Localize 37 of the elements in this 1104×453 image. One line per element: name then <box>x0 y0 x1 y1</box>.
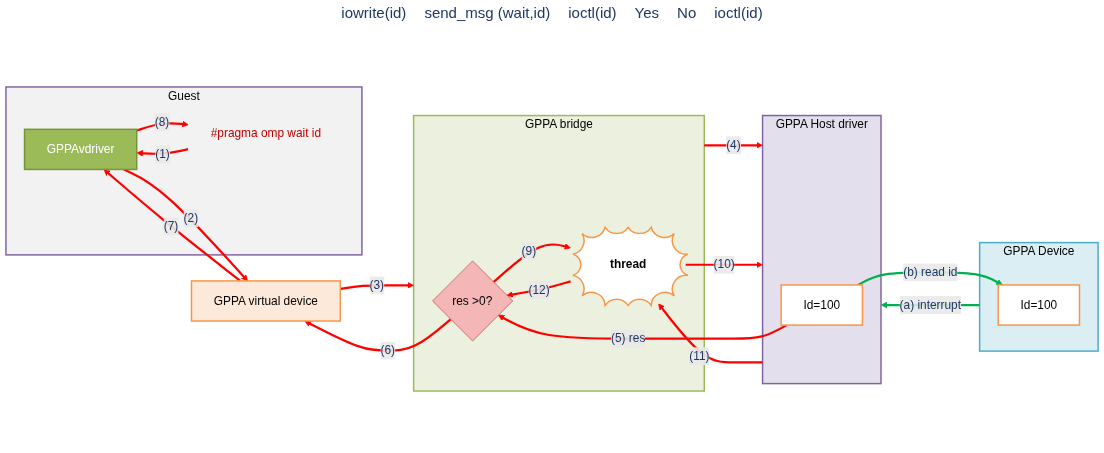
text-label: Yes <box>634 4 660 21</box>
arrow <box>136 148 189 157</box>
node-diamond: res >0? <box>432 260 514 342</box>
edge-label: (2) <box>183 211 199 225</box>
edge-label: (11) <box>689 349 710 363</box>
arrow <box>492 243 571 283</box>
node-box: Id=100 <box>780 284 864 326</box>
text-label: ioctl(id) <box>568 4 617 21</box>
edge-label: (4) <box>726 138 741 152</box>
arrow <box>103 169 241 282</box>
node-box: GPPAvdriver <box>23 128 138 171</box>
arrow <box>704 142 763 149</box>
edge-label: (7) <box>163 219 179 233</box>
edge-label: (9) <box>521 244 537 257</box>
text-label: No <box>677 4 697 21</box>
text-label: send_msg (wait,id) <box>424 4 551 21</box>
edge-label: (b) read id <box>903 265 958 279</box>
edge-label: (3) <box>369 278 385 292</box>
arrow <box>304 318 452 352</box>
arrow <box>340 282 414 290</box>
text-label: iowrite(id) <box>341 4 407 21</box>
edge-label: (8) <box>154 115 170 129</box>
edge-label: (10) <box>713 258 735 271</box>
arrow <box>497 314 788 340</box>
node-box: GPPA virtual device <box>190 280 341 322</box>
node-box: Id=100 <box>997 284 1081 326</box>
edge-label: (6) <box>380 343 396 357</box>
arrow <box>123 168 248 282</box>
edge-label: (5) res <box>610 331 646 345</box>
arrow <box>506 280 571 298</box>
arrow <box>136 120 189 132</box>
edge-label: (1) <box>155 147 170 161</box>
arrow <box>658 303 763 364</box>
edge-label: (12) <box>528 283 550 297</box>
edge-label: (a) interrupt <box>899 298 962 311</box>
text-label: ioctl(id) <box>714 4 763 21</box>
node-text: #pragma omp wait id <box>210 126 322 139</box>
